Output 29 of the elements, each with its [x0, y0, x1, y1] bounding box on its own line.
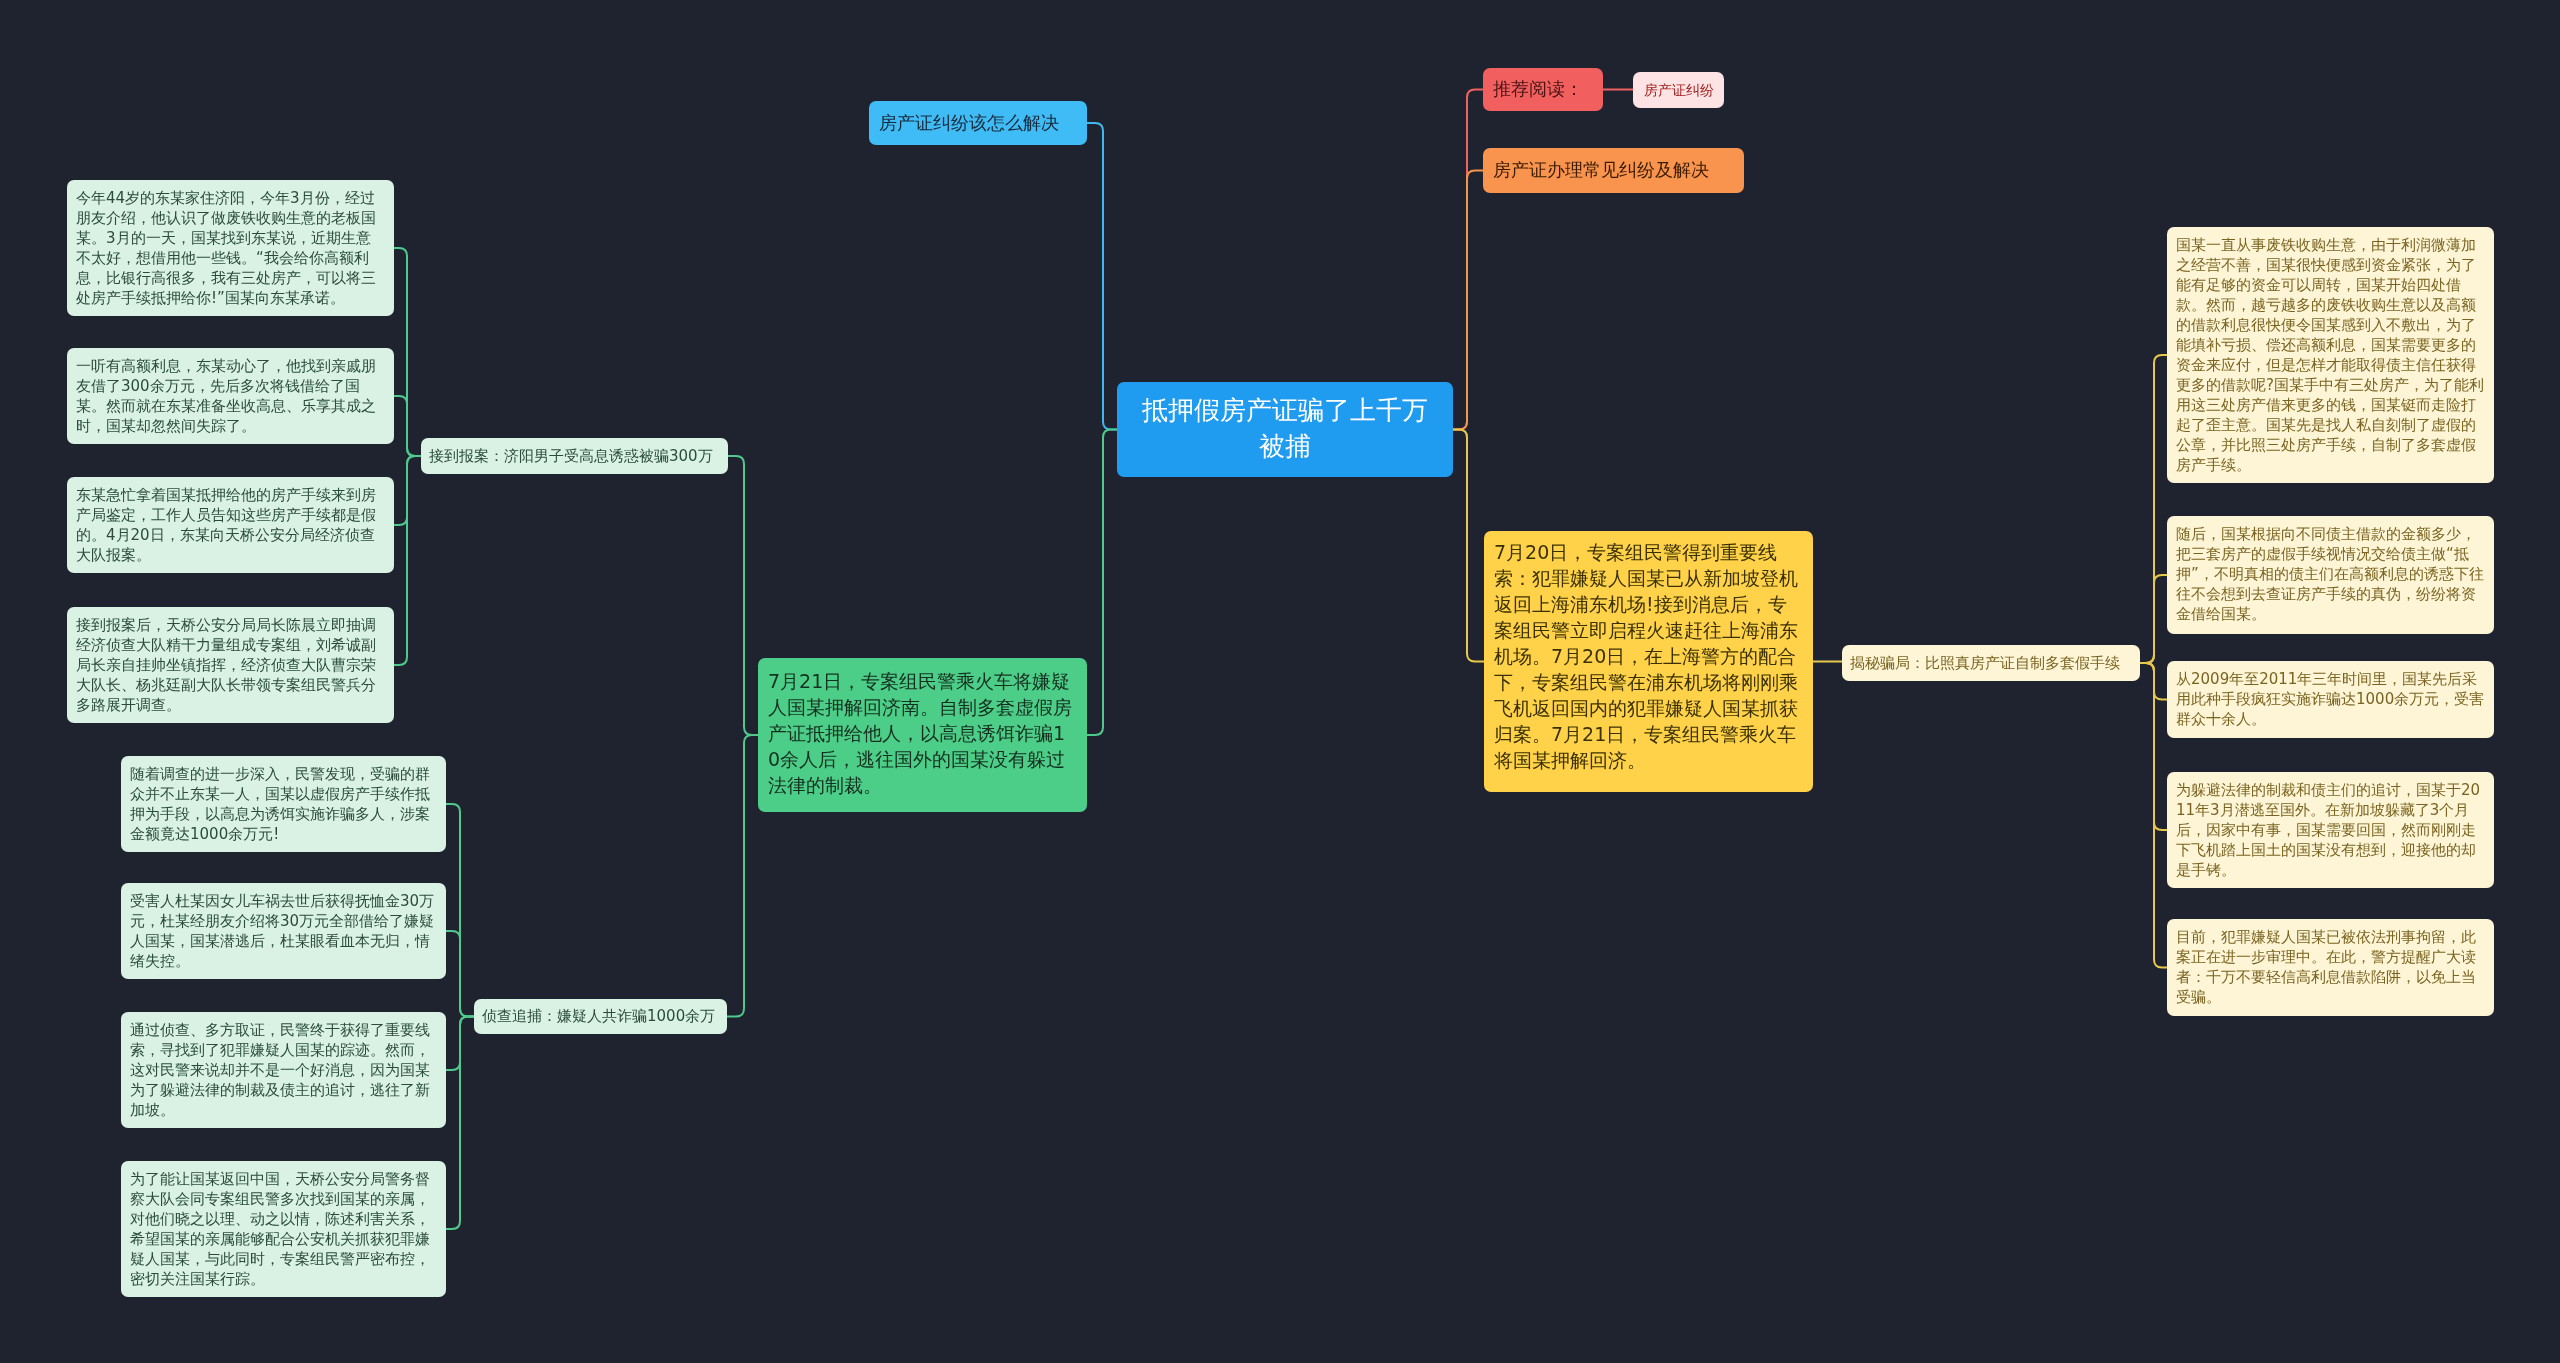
central-topic-box: 抵押假房产证骗了上千万被捕: [1117, 382, 1453, 477]
note-box: 东某急忙拿着国某抵押给他的房产手续来到房产局鉴定，工作人员告知这些房产手续都是假的。4月20日，东某向天桥公安分局经济侦查大队报案。: [67, 477, 394, 573]
note-box: 从2009年至2011年三年时间里，国某先后采用此种手段疯狂实施诈骗达1000余万元，受害群众十余人。: [2167, 661, 2494, 738]
topic-box: 7月21日，专案组民警乘火车将嫌疑人国某押解回济南。自制多套虚假房产证抵押给他人，以高息诱饵诈骗10余人后，逃往国外的国某没有躲过法律的制裁。: [758, 658, 1087, 812]
connector-line: [726, 734, 759, 1018]
link-box: 房产证纠纷: [1633, 72, 1724, 108]
note-box: 一听有高额利息，东某动心了，他找到亲戚朋友借了300余万元，先后多次将钱借给了国某。然而就在东某准备坐收高息、乐享其成之时，国某却忽然间失踪了。: [67, 348, 394, 444]
topic-box: 房产证办理常见纠纷及解决: [1483, 148, 1744, 193]
note-box: 为了能让国某返回中国，天桥公安分局警务督察大队会同专案组民警多次找到国某的亲属，对他们晓之以理、动之以情，陈述利害关系，希望国某的亲属能够配合公安机关抓获犯罪嫌疑人国某，与此同时，专案组民警严密布控，密切关注国某行踪。: [121, 1161, 446, 1297]
subtopic-box: 揭秘骗局：比照真房产证自制多套假手续: [1842, 645, 2140, 681]
note-box: 随后，国某根据向不同债主借款的金额多少，把三套房产的虚假手续视情况交给债主做“抵押”，不明真相的债主们在高额利息的诱惑下往往不会想到去查证房产手续的真伪，纷纷将资金借给国某。: [2167, 516, 2494, 634]
subtopic-box: 侦查追捕：嫌疑人共诈骗1000余万: [474, 999, 727, 1034]
note-box: 目前，犯罪嫌疑人国某已被依法刑事拘留，此案正在进一步审理中。在此，警方提醒广大读者：千万不要轻信高利息借款陷阱，以免上当受骗。: [2167, 919, 2494, 1016]
connector-line: [1452, 428, 1485, 663]
note-box: 国某一直从事废铁收购生意，由于利润微薄加之经营不善，国某很快便感到资金紧张，为了能有足够的资金可以周转，国某开始四处借款。然而，越亏越多的废铁收购生意以及高额的借款利息很快便令国某感到入不敷出，为了能填补亏损、偿还高额利息，国某需要更多的资金来应付，但是怎样才能取得债主信任获得更多的借款呢?国某手中有三处房产，为了能利用这三处房产借来更多的钱，国某铤而走险打起了歪主意。国某先是找人私自刻制了虚假的公章，并比照三处房产手续，自制了多套虚假房产手续。: [2167, 227, 2494, 483]
topic-box: 推荐阅读：: [1483, 68, 1603, 111]
note-box: 今年44岁的东某家住济阳，今年3月份，经过朋友介绍，他认识了做废铁收购生意的老板国某。3月的一天，国某找到东某说，近期生意不太好，想借用他一些钱。“我会给你高额利息，比银行高很多，我有三处房产，可以将三处房产手续抵押给你!”国某向东某承诺。: [67, 180, 394, 316]
connector-line: [1086, 428, 1118, 736]
topic-box: 房产证纠纷该怎么解决: [869, 101, 1087, 145]
note-box: 为躲避法律的制裁和债主们的追讨，国某于2011年3月潜逃至国外。在新加坡躲藏了3个月后，因家中有事，国某需要回国，然而刚刚走下飞机踏上国土的国某没有想到，迎接他的却是手铐。: [2167, 772, 2494, 888]
note-box: 通过侦查、多方取证，民警终于获得了重要线索，寻找到了犯罪嫌疑人国某的踪迹。然而，这对民警来说却并不是一个好消息，因为国某为了躲避法律的制裁及债主的追讨，逃往了新加坡。: [121, 1012, 446, 1128]
note-box: 受害人杜某因女儿车祸去世后获得抚恤金30万元，杜某经朋友介绍将30万元全部借给了嫌疑人国某，国某潜逃后，杜某眼看血本无归，情绪失控。: [121, 883, 446, 979]
topic-box: 7月20日，专案组民警得到重要线索：犯罪嫌疑人国某已从新加坡登机返回上海浦东机场!接到消息后，专案组民警立即启程火速赶往上海浦东机场。7月20日，在上海警方的配合下，专案组民警在浦东机场将刚刚乘飞机返回国内的犯罪嫌疑人国某抓获归案。7月21日，专案组民警乘火车将国某押解回济。: [1484, 531, 1813, 792]
note-box: 接到报案后，天桥公安分局局长陈晨立即抽调经济侦查大队精干力量组成专案组，刘希诚副局长亲自挂帅坐镇指挥，经济侦查大队曹宗荣大队长、杨兆廷副大队长带领专案组民警兵分多路展开调查。: [67, 607, 394, 723]
connector-line: [1602, 88, 1634, 91]
note-box: 随着调查的进一步深入，民警发现，受骗的群众并不止东某一人，国某以虚假房产手续作抵押为手段，以高息为诱饵实施诈骗多人，涉案金额竟达1000余万元!: [121, 756, 446, 852]
connector-line: [1812, 660, 1843, 663]
connector-line: [2139, 662, 2168, 969]
subtopic-box: 接到报案：济阳男子受高息诱惑被骗300万: [421, 438, 728, 474]
